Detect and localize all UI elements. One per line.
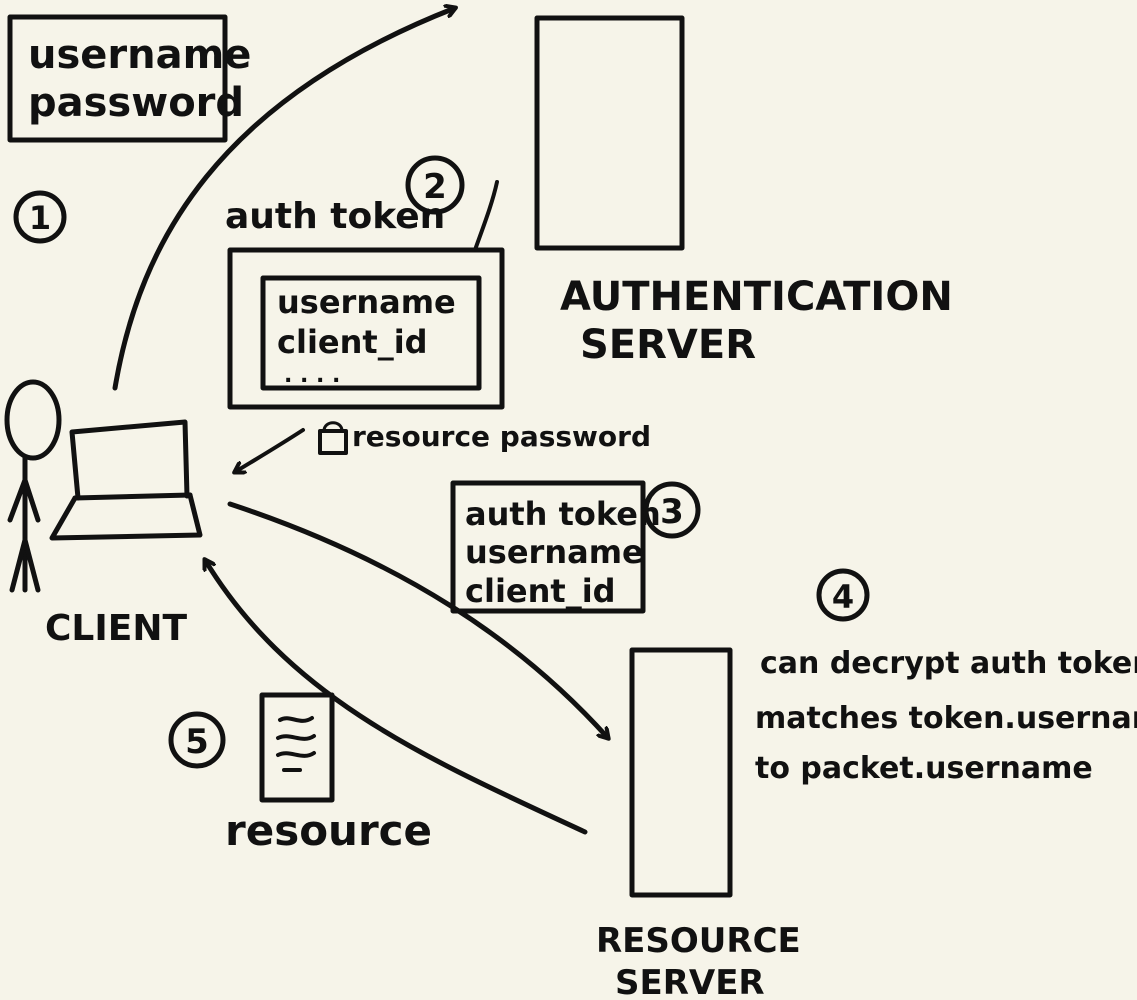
resource-server-box [629,647,733,898]
auth-token-label: auth token [225,196,445,237]
step-1-badge: 1 [13,190,67,244]
arrow-client-to-resource-server [227,501,608,738]
resource-label: resource [225,806,432,855]
resource-server-note-line1: can decrypt auth token [760,646,1137,681]
step-2-number: 2 [423,167,447,207]
step-2-badge: 2 [405,155,465,215]
token-username: username [277,283,456,321]
connector-auth-server-token [473,180,499,252]
resource-server-note-line3: to packet.username [755,751,1093,786]
arrow-client-to-auth-server [112,8,455,391]
step-4-badge: 4 [816,568,870,622]
token-client-id: client_id [277,323,428,361]
resource-server-label-line1: RESOURCE [596,921,801,961]
step-5-badge: 5 [168,711,226,769]
step-3-number: 3 [660,492,684,532]
step-5-number: 5 [185,722,209,762]
credentials-password: password [28,80,244,126]
credentials-box: username password [7,14,251,143]
resource-server-note-line2: matches token.username [755,701,1137,736]
stick-figure-icon [4,379,62,593]
packet-auth-token: auth token [465,495,661,533]
resource-password-label: resource password [352,420,651,453]
resource-server-label-line2: SERVER [615,963,765,1000]
authentication-server-label-line1: AUTHENTICATION [560,274,953,320]
step-3-badge: 3 [643,481,701,539]
laptop-icon [49,419,203,541]
step-4-number: 4 [832,578,854,616]
packet-username: username [465,533,644,571]
authentication-server-label-line2: SERVER [580,322,756,368]
client-label: CLIENT [45,608,187,649]
step-1-number: 1 [29,199,51,237]
arrow-token-to-client [235,428,305,472]
credentials-username: username [28,32,251,78]
token-ellipsis: . . . . [284,363,340,388]
token-box: username client_id . . . . [227,247,505,410]
authentication-server-box [534,15,685,251]
packet-box: auth token username client_id [450,480,661,614]
document-icon [259,692,335,803]
packet-client-id: client_id [465,572,616,610]
arrow-resource-server-to-client [205,560,588,835]
lock-icon [318,421,348,455]
